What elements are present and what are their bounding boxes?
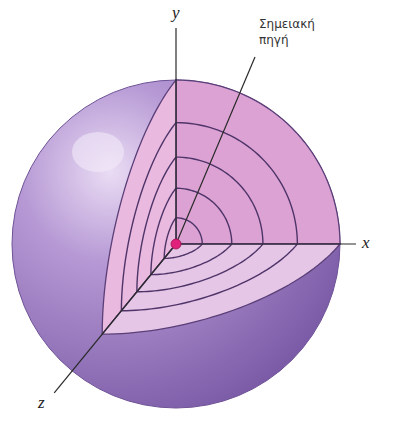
axis-label: y xyxy=(172,4,180,23)
point-source-dot xyxy=(171,239,181,249)
shell-ring xyxy=(176,157,263,244)
callout-label: Σημειακή πηγή xyxy=(259,16,333,48)
y-axis xyxy=(175,28,176,244)
x-axis xyxy=(176,243,356,244)
xy-cut-face xyxy=(176,80,340,244)
sphere-highlight xyxy=(72,132,124,172)
shell-ring xyxy=(176,188,232,244)
leader-line xyxy=(176,57,255,244)
axis-label: z xyxy=(38,394,45,413)
xz-cut-face xyxy=(102,244,340,334)
axis-label: x xyxy=(362,234,370,253)
shell-ring xyxy=(176,218,202,244)
shell-ring xyxy=(121,244,297,311)
z-axis xyxy=(54,244,176,393)
shell-ring xyxy=(176,123,297,244)
